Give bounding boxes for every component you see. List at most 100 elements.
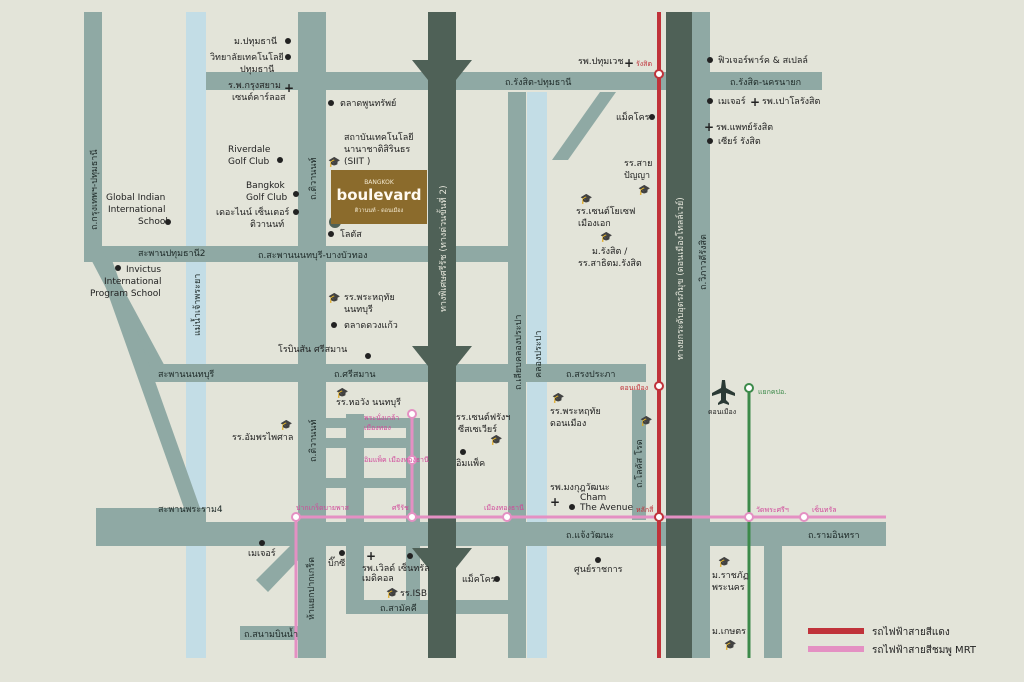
station-pakkret (291, 512, 301, 522)
label-sanambinnam: ถ.สนามบินน้ำ (244, 627, 298, 640)
dot-icon (460, 449, 466, 455)
place-government-center: ศูนย์ราชการ (574, 563, 623, 575)
place-riverdale-2: Golf Club (228, 157, 269, 167)
hospital-cross-icon: + (550, 495, 560, 509)
place-rr-sai-panya-1: รร.สาย (624, 159, 652, 169)
dot-icon (285, 38, 291, 44)
hospital-cross-icon: + (284, 81, 294, 95)
place-m-rajabhat-1: ม.ราชภัฏ (712, 571, 749, 581)
expressway-ramp-3 (412, 346, 428, 366)
graduation-cap-icon: 🎓 (336, 387, 348, 399)
dot-icon (707, 57, 713, 63)
label-tiwanon-upper: ถ.ติวานนท์ (307, 157, 319, 200)
graduation-cap-icon: 🎓 (328, 156, 340, 168)
station-label-sriyaek: ศรีรัช (392, 504, 409, 512)
road-sanambinnam (240, 626, 300, 640)
station-donmueang (654, 381, 664, 391)
dot-icon (707, 98, 713, 104)
place-riverdale-1: Riverdale (228, 145, 271, 155)
label-sapan-nonthaburi-bangbuathong: ถ.สะพานนนทบุรี-บางบัวทอง (258, 250, 367, 261)
place-bangkok-golf-2: Golf Club (246, 193, 287, 203)
station-label-nonthaburi-civic: พระนั่งเกล้า (364, 413, 399, 422)
station-sriyaek (407, 512, 417, 522)
project-brand-box[interactable] (331, 170, 427, 224)
station-green-top (744, 383, 754, 393)
station-central-pink (799, 512, 809, 522)
legend-red-swatch (808, 628, 864, 634)
place-impact: อิมแพ็ค (456, 456, 485, 469)
place-siit-1: สถาบันเทคโนโลยี (344, 132, 414, 143)
station-label-rangsit: รังสิต (636, 60, 652, 68)
dot-icon (707, 138, 713, 144)
dot-icon (365, 353, 371, 359)
label-chao-phraya: แม่น้ำเจ้าพระยา (190, 274, 203, 336)
label-krungthep-pathumthani: ถ.กรุงเทพฯ-ปทุมธานี (89, 149, 100, 230)
road-local-4 (326, 478, 406, 488)
place-the-nine-1: เดอะไนน์ เซ็นเตอร์ (216, 205, 290, 218)
road-local-2 (326, 418, 406, 428)
station-label-laksi: หลักสี่ (636, 505, 654, 514)
road-sapan-rama4-link (96, 508, 206, 522)
graduation-cap-icon: 🎓 (328, 292, 340, 304)
dot-icon (293, 191, 299, 197)
station-label-donmueang: ดอนเมือง (620, 384, 648, 392)
place-rr-stjoseph-1: รร.เซนต์โยเซฟ (576, 205, 635, 217)
expressway-ramp-6 (456, 548, 472, 568)
label-expressway2: ทางพิเศษศรีรัช (ทางด่วนขั้นที่ 2) (436, 185, 449, 312)
hospital-cross-icon: + (624, 56, 634, 70)
label-vibhavadi: ถ.วิภาวดีรังสิต (698, 234, 709, 290)
road-samakkhi (346, 600, 508, 614)
label-sapan-rama4: สะพานพระราม4 (158, 505, 223, 515)
dot-icon (293, 209, 299, 215)
place-talad-duangkaew: ตลาดดวงแก้ว (344, 320, 398, 331)
place-makro-top: แม็คโคร (616, 110, 650, 123)
label-tiwanon-lower: ถ.ติวานนท์ (307, 419, 319, 462)
place-rr-phra-nonthaburi-1: รร.พระหฤทัย (344, 293, 395, 303)
place-lotus: โลตัส (340, 229, 362, 240)
hospital-cross-icon: + (704, 120, 714, 134)
station-wat-phra-sri (744, 512, 754, 522)
place-m-kasetsart: ม.เกษตร (712, 627, 746, 637)
dot-icon (277, 157, 283, 163)
graduation-cap-icon: 🎓 (280, 419, 292, 431)
graduation-cap-icon: 🎓 (724, 639, 736, 651)
place-hosp-krungsiam-2: เซนต์คาร์ลอส (232, 91, 286, 103)
road-sapan-nonthaburi-bangbuathong (84, 246, 508, 262)
road-local-3 (326, 438, 406, 448)
brand-sub: ติวานนท์ - ดอนเมือง (354, 207, 403, 214)
dot-icon (328, 100, 334, 106)
expressway-group (412, 12, 692, 658)
airplane-icon (712, 380, 735, 405)
graduation-cap-icon: 🎓 (638, 184, 650, 196)
station-label-pink-b: เมืองทอง (364, 424, 391, 432)
stations-group (291, 69, 809, 522)
place-zeer: เซียร์ รังสิต (718, 135, 761, 147)
station-label-pakkret: ปากเกร็ดบายพาส (296, 503, 350, 512)
place-hosp-krungsiam-1: ร.พ.กรุงสยาม (228, 81, 281, 91)
place-rr-phra-donmueang-1: รร.พระหฤทัย (550, 407, 601, 417)
place-rr-phra-donmueang-2: ดอนเมือง (550, 418, 586, 429)
dot-icon (285, 54, 291, 60)
label-samakkhi: ถ.สามัคคี (380, 603, 417, 614)
label-khlong-prapa: คลองประปา (534, 331, 544, 378)
label-songprapa: ถ.สรงประภา (566, 370, 615, 380)
label-ngamwongwan: ห้าแยกปากเกร็ด (304, 557, 317, 620)
place-bigc: บิ๊กซี (328, 556, 345, 569)
place-global-indian-2: International (108, 205, 165, 215)
place-makro-bottom: แม็คโคร (462, 572, 496, 585)
place-talad-poonsap: ตลาดพูนทรัพย์ (340, 97, 396, 109)
label-lak-si-road: ถ.โลคัส โรด (634, 439, 645, 488)
station-label-central: เซ็นทรัล (812, 505, 837, 514)
place-global-indian-3: School (138, 217, 168, 227)
expressway-ramp-5 (412, 548, 428, 568)
road-local-1 (346, 414, 364, 600)
road-sapan-nonthaburi-link (150, 364, 206, 382)
place-rr-stjoseph-2: เมืองเอก (578, 218, 611, 229)
station-label-green-top: แยกคปอ. (758, 388, 786, 396)
station-impact-pink (407, 455, 417, 465)
place-rr-amphonphaisan: รร.อัมพรไพศาล (232, 432, 293, 443)
expressway-ramp-1 (412, 60, 428, 80)
road-rangsit-pathumthani (206, 72, 578, 90)
road-chaengwattana (96, 522, 886, 546)
place-major-bottom: เมเจอร์ (248, 547, 276, 559)
